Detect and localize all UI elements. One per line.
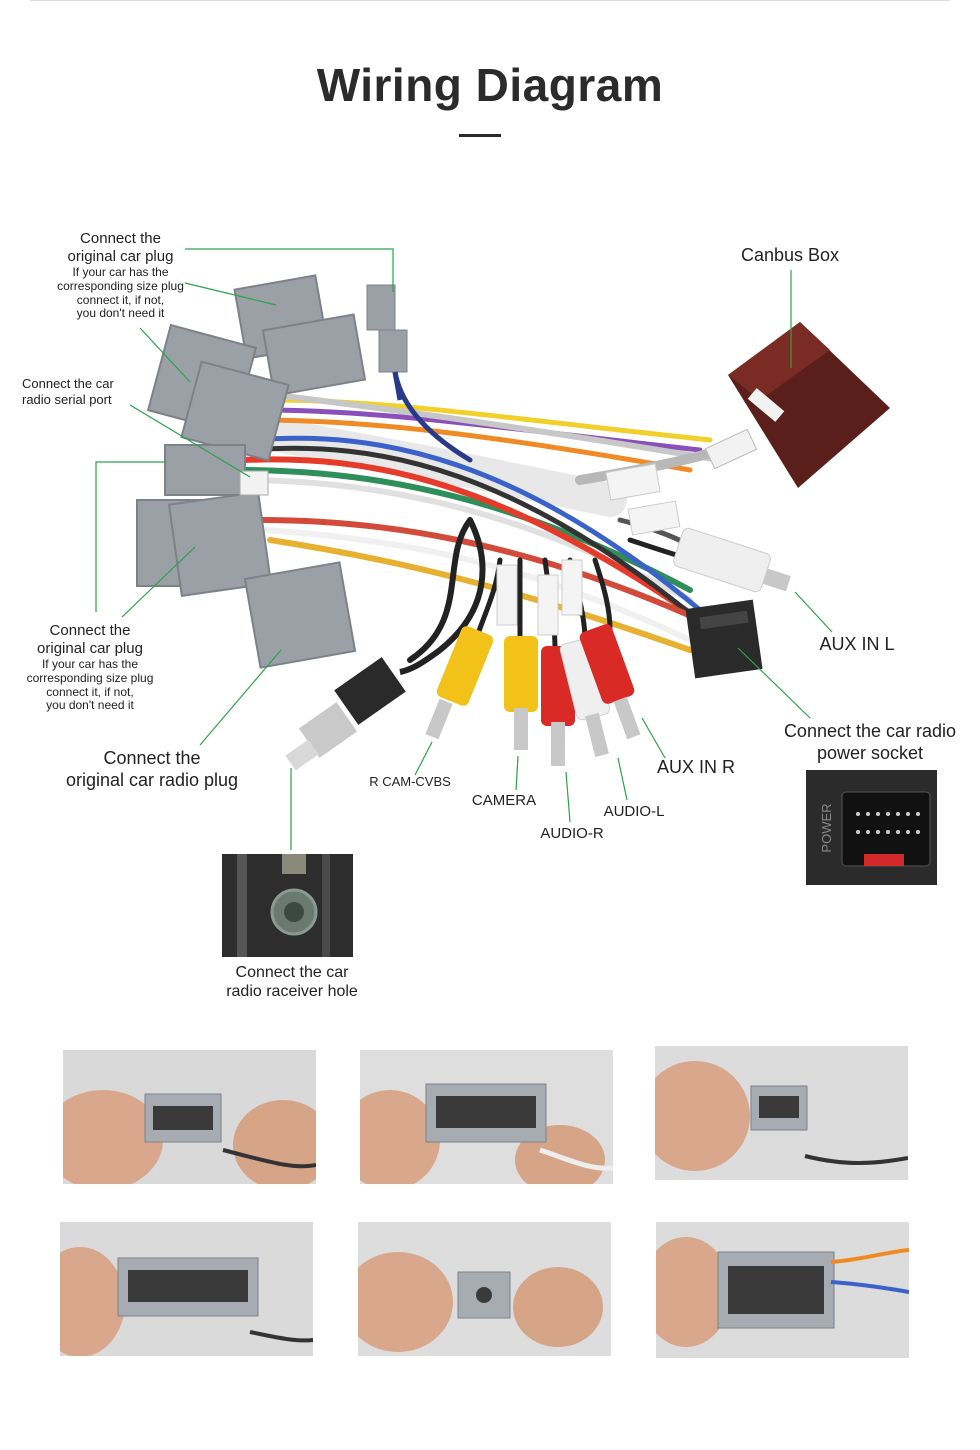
label-canbus-box: Canbus Box bbox=[720, 245, 860, 267]
label-power-socket-line1: Connect the car radio bbox=[783, 721, 957, 741]
connector-photo-5 bbox=[358, 1222, 611, 1356]
rca-aux-in-r bbox=[579, 624, 641, 740]
label-receiver-hole-line2: radio raceiver hole bbox=[226, 983, 358, 1001]
label-orig-plug-mid-note2: corresponding size plug bbox=[26, 670, 154, 685]
label-orig-plug-top-note4: you don't need it bbox=[76, 306, 165, 321]
power-connector bbox=[685, 599, 763, 679]
title-underline bbox=[459, 134, 501, 137]
label-aux-in-r-text: AUX IN R bbox=[656, 757, 735, 777]
top-divider bbox=[30, 0, 950, 1]
aux-in-l-plug bbox=[673, 527, 791, 593]
label-orig-plug-mid-note4: you don't need it bbox=[46, 698, 134, 713]
label-orig-plug-top-note2: corresponding size plug bbox=[57, 278, 184, 293]
canbus-box bbox=[704, 322, 890, 488]
label-camera-text: CAMERA bbox=[471, 792, 537, 809]
label-orig-plug-top-note3: connect it, if not, bbox=[76, 292, 165, 307]
connector-photo-1 bbox=[63, 1050, 316, 1184]
label-orig-plug-top-line1: Connect the bbox=[80, 230, 161, 247]
label-orig-plug-mid-note3: connect it, if not, bbox=[46, 684, 134, 699]
label-audio-r: AUDIO-R bbox=[530, 825, 614, 843]
label-r-cam-cvbs: R CAM-CVBS bbox=[362, 774, 458, 790]
antenna-hole-photo bbox=[222, 854, 353, 957]
connector-photo-6 bbox=[656, 1222, 909, 1358]
label-orig-plug-mid-note1: If your car has the bbox=[41, 657, 139, 671]
label-serial-port: Connect the car radio serial port bbox=[22, 376, 134, 407]
label-r-cam-cvbs-text: R CAM-CVBS bbox=[369, 774, 451, 789]
label-audio-r-text: AUDIO-R bbox=[540, 825, 604, 842]
page-title: Wiring Diagram bbox=[316, 59, 664, 111]
label-audio-l: AUDIO-L bbox=[594, 803, 674, 821]
label-aux-in-r: AUX IN R bbox=[648, 757, 744, 779]
power-inset-text: POWER bbox=[819, 803, 834, 852]
rca-plugs bbox=[425, 624, 641, 766]
label-audio-l-text: AUDIO-L bbox=[603, 803, 665, 820]
label-orig-plug-mid-line2: original car plug bbox=[37, 640, 143, 657]
label-orig-plug-top: Connect the original car plug If your ca… bbox=[48, 230, 193, 321]
label-orig-plug-top-line2: original car plug bbox=[67, 248, 174, 265]
wire-tags bbox=[496, 463, 681, 636]
top-small-plug bbox=[366, 284, 408, 401]
label-aux-in-l-text: AUX IN L bbox=[819, 634, 895, 654]
power-socket-photo: POWER bbox=[806, 770, 937, 885]
label-orig-radio-plug-line2: original car radio plug bbox=[65, 769, 239, 790]
antenna-cable bbox=[285, 518, 486, 771]
label-receiver-hole: Connect the car radio raceiver hole bbox=[208, 963, 376, 1001]
label-orig-radio-plug-line1: Connect the bbox=[103, 748, 201, 768]
label-serial-port-line1: Connect the car bbox=[22, 376, 114, 391]
wire-bundle bbox=[233, 369, 733, 663]
grey-plugs bbox=[136, 274, 367, 669]
label-power-socket: Connect the car radio power socket bbox=[770, 721, 970, 764]
label-serial-port-line2: radio serial port bbox=[22, 391, 112, 407]
label-camera: CAMERA bbox=[464, 792, 544, 810]
connector-photo-2 bbox=[360, 1050, 613, 1184]
rca-camera bbox=[504, 636, 538, 750]
label-power-socket-line2: power socket bbox=[816, 742, 924, 763]
leader-lines bbox=[95, 248, 833, 850]
connector-photo-4 bbox=[60, 1222, 313, 1356]
wiring-harness-illustration bbox=[95, 248, 890, 850]
label-canbus-text: Canbus Box bbox=[740, 245, 840, 265]
label-orig-plug-mid-line1: Connect the bbox=[49, 622, 131, 639]
label-orig-radio-plug: Connect the original car radio plug bbox=[52, 748, 252, 791]
label-aux-in-l: AUX IN L bbox=[805, 634, 909, 656]
label-receiver-hole-line1: Connect the car bbox=[235, 964, 349, 981]
connector-photo-3 bbox=[655, 1046, 908, 1180]
label-orig-plug-top-note1: If your car has the bbox=[72, 265, 169, 279]
rca-r-cam-cvbs bbox=[425, 626, 494, 740]
serial-plug bbox=[239, 470, 269, 496]
label-orig-plug-mid: Connect the original car plug If your ca… bbox=[20, 622, 160, 713]
